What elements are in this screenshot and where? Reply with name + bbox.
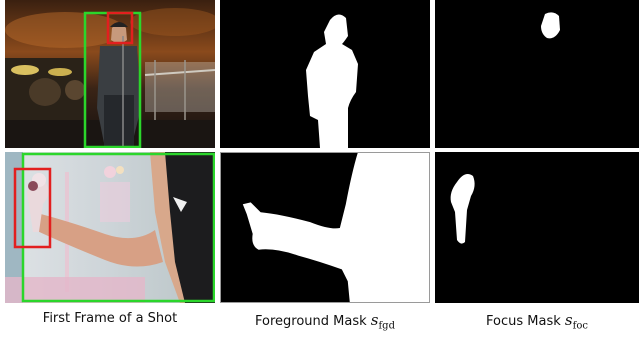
frame-ice-cream-pose bbox=[5, 152, 215, 303]
focus-bounding-box bbox=[15, 169, 50, 247]
caption-foreground-mask-subscript: fgd bbox=[378, 321, 395, 332]
foreground-bounding-box bbox=[23, 154, 214, 301]
foreground-mask-row2 bbox=[220, 152, 430, 303]
frame-concert-stage bbox=[5, 0, 215, 148]
focus-mask-row2 bbox=[435, 152, 639, 303]
caption-focus-mask: Focus Mask sfoc bbox=[435, 311, 639, 332]
focus-bounding-box bbox=[108, 13, 132, 43]
caption-first-frame: First Frame of a Shot bbox=[5, 311, 215, 326]
caption-focus-mask-symbol: s bbox=[565, 311, 573, 329]
caption-foreground-mask: Foreground Mask sfgd bbox=[220, 311, 430, 332]
annotation-boxes bbox=[5, 0, 215, 148]
annotation-boxes-row2 bbox=[5, 152, 215, 303]
foreground-mask-row1 bbox=[220, 0, 430, 148]
caption-foreground-mask-text: Foreground Mask bbox=[255, 314, 371, 329]
caption-focus-mask-text: Focus Mask bbox=[486, 314, 565, 329]
focus-mask-row1 bbox=[435, 0, 639, 148]
caption-focus-mask-subscript: foc bbox=[573, 321, 588, 332]
